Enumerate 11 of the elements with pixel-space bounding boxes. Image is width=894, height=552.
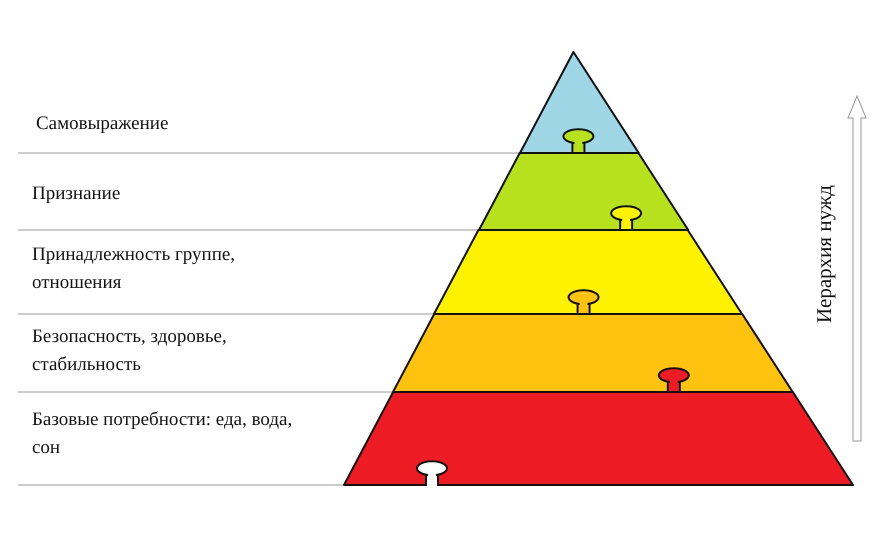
axis-label: Иерархия нужд: [812, 185, 837, 324]
level-label: Самовыражение: [36, 112, 170, 136]
pyramid-level: [518, 51, 640, 154]
level-label: Базовые потребности: еда, вода, сон: [32, 408, 294, 460]
pyramid-level: [343, 391, 854, 486]
pyramid-level: [392, 313, 794, 393]
pyramid-level: [433, 229, 744, 315]
level-label: Признание: [32, 182, 122, 206]
level-label: Принадлежность группе, отношения: [32, 243, 236, 295]
pyramid-level: [478, 152, 690, 231]
level-label: Безопасность, здоровье, стабильность: [32, 325, 228, 377]
